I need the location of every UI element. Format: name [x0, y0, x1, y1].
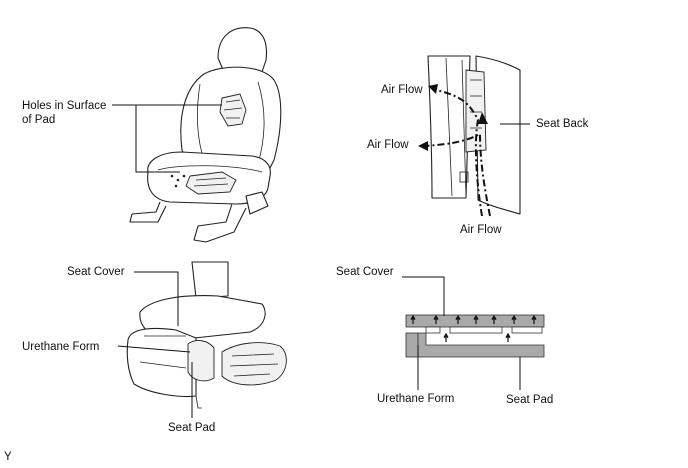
seat-pad-left-label: Seat Pad	[168, 422, 215, 434]
holes-in-surface-label: Holes in Surface	[22, 100, 106, 112]
air-flow-arrowhead-mid	[418, 141, 428, 151]
seat-pad-right-label: Seat Pad	[506, 394, 553, 406]
of-pad-label: of Pad	[22, 114, 55, 126]
air-flow-arrowhead-top	[428, 84, 438, 94]
holes-bracket-line	[135, 105, 180, 173]
air-flow-upper-path	[435, 89, 483, 217]
air-flow-top-label: Air Flow	[381, 84, 423, 96]
air-flow-arrowhead-up	[478, 112, 488, 124]
seat-back-label: Seat Back	[536, 118, 589, 130]
air-flow-mid-label: Air Flow	[367, 139, 409, 151]
air-hole-arrows	[410, 314, 537, 342]
seat-illustration	[129, 27, 282, 243]
urethane-form-left-leader	[117, 345, 191, 353]
seat-cover-left-label: Seat Cover	[67, 266, 125, 278]
urethane-form-left-label: Urethane Form	[22, 341, 99, 353]
cushion-cutaway	[126, 261, 287, 409]
seat-pad-layer	[417, 332, 545, 358]
urethane-form-layer	[405, 332, 419, 358]
urethane-form-right-label: Urethane Form	[377, 393, 454, 405]
corner-code: Y	[4, 451, 12, 463]
layer-cross-section	[405, 314, 545, 358]
seat-cover-right-label: Seat Cover	[336, 266, 394, 278]
air-flow-bottom-label: Air Flow	[460, 224, 502, 236]
seat-back-section	[427, 55, 521, 215]
seat-cover-right-leader	[402, 276, 445, 316]
seat-cover-left-leader	[134, 271, 179, 326]
